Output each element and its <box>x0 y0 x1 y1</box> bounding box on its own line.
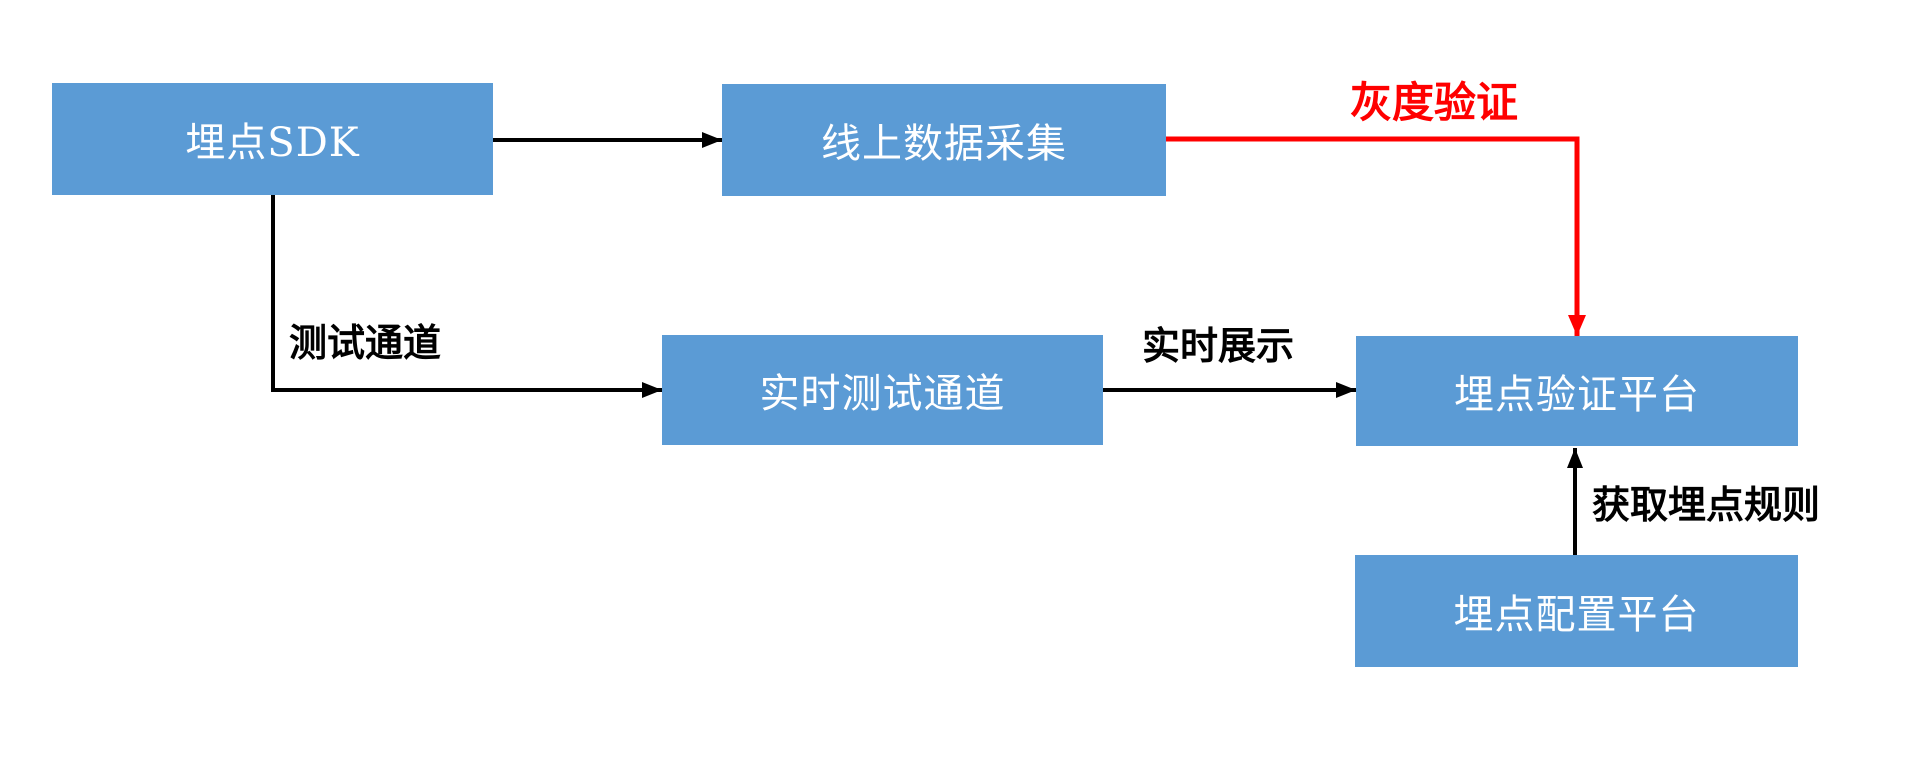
node-tracking-sdk: 埋点SDK <box>52 83 493 195</box>
node-realtime-test-channel: 实时测试通道 <box>662 335 1103 445</box>
node-online-data-collection-label: 线上数据采集 <box>821 121 1067 167</box>
edge-label-gray-verification: 灰度验证 <box>1350 78 1519 127</box>
arrow-online-collect-to-verify-gray <box>1166 136 1586 336</box>
edge-label-test-channel: 测试通道 <box>289 320 442 365</box>
node-configuration-platform: 埋点配置平台 <box>1355 555 1798 667</box>
node-online-data-collection: 线上数据采集 <box>722 84 1166 196</box>
node-verification-platform-label: 埋点验证平台 <box>1454 372 1700 418</box>
arrow-sdk-to-realtime-test <box>271 195 662 398</box>
node-configuration-platform-label: 埋点配置平台 <box>1453 592 1700 638</box>
node-realtime-test-channel-label: 实时测试通道 <box>759 371 1006 417</box>
edge-label-get-tracking-rules: 获取埋点规则 <box>1592 482 1821 527</box>
node-tracking-sdk-label: 埋点SDK <box>185 120 360 166</box>
edge-label-realtime-display: 实时展示 <box>1142 323 1295 368</box>
node-verification-platform: 埋点验证平台 <box>1356 336 1798 446</box>
